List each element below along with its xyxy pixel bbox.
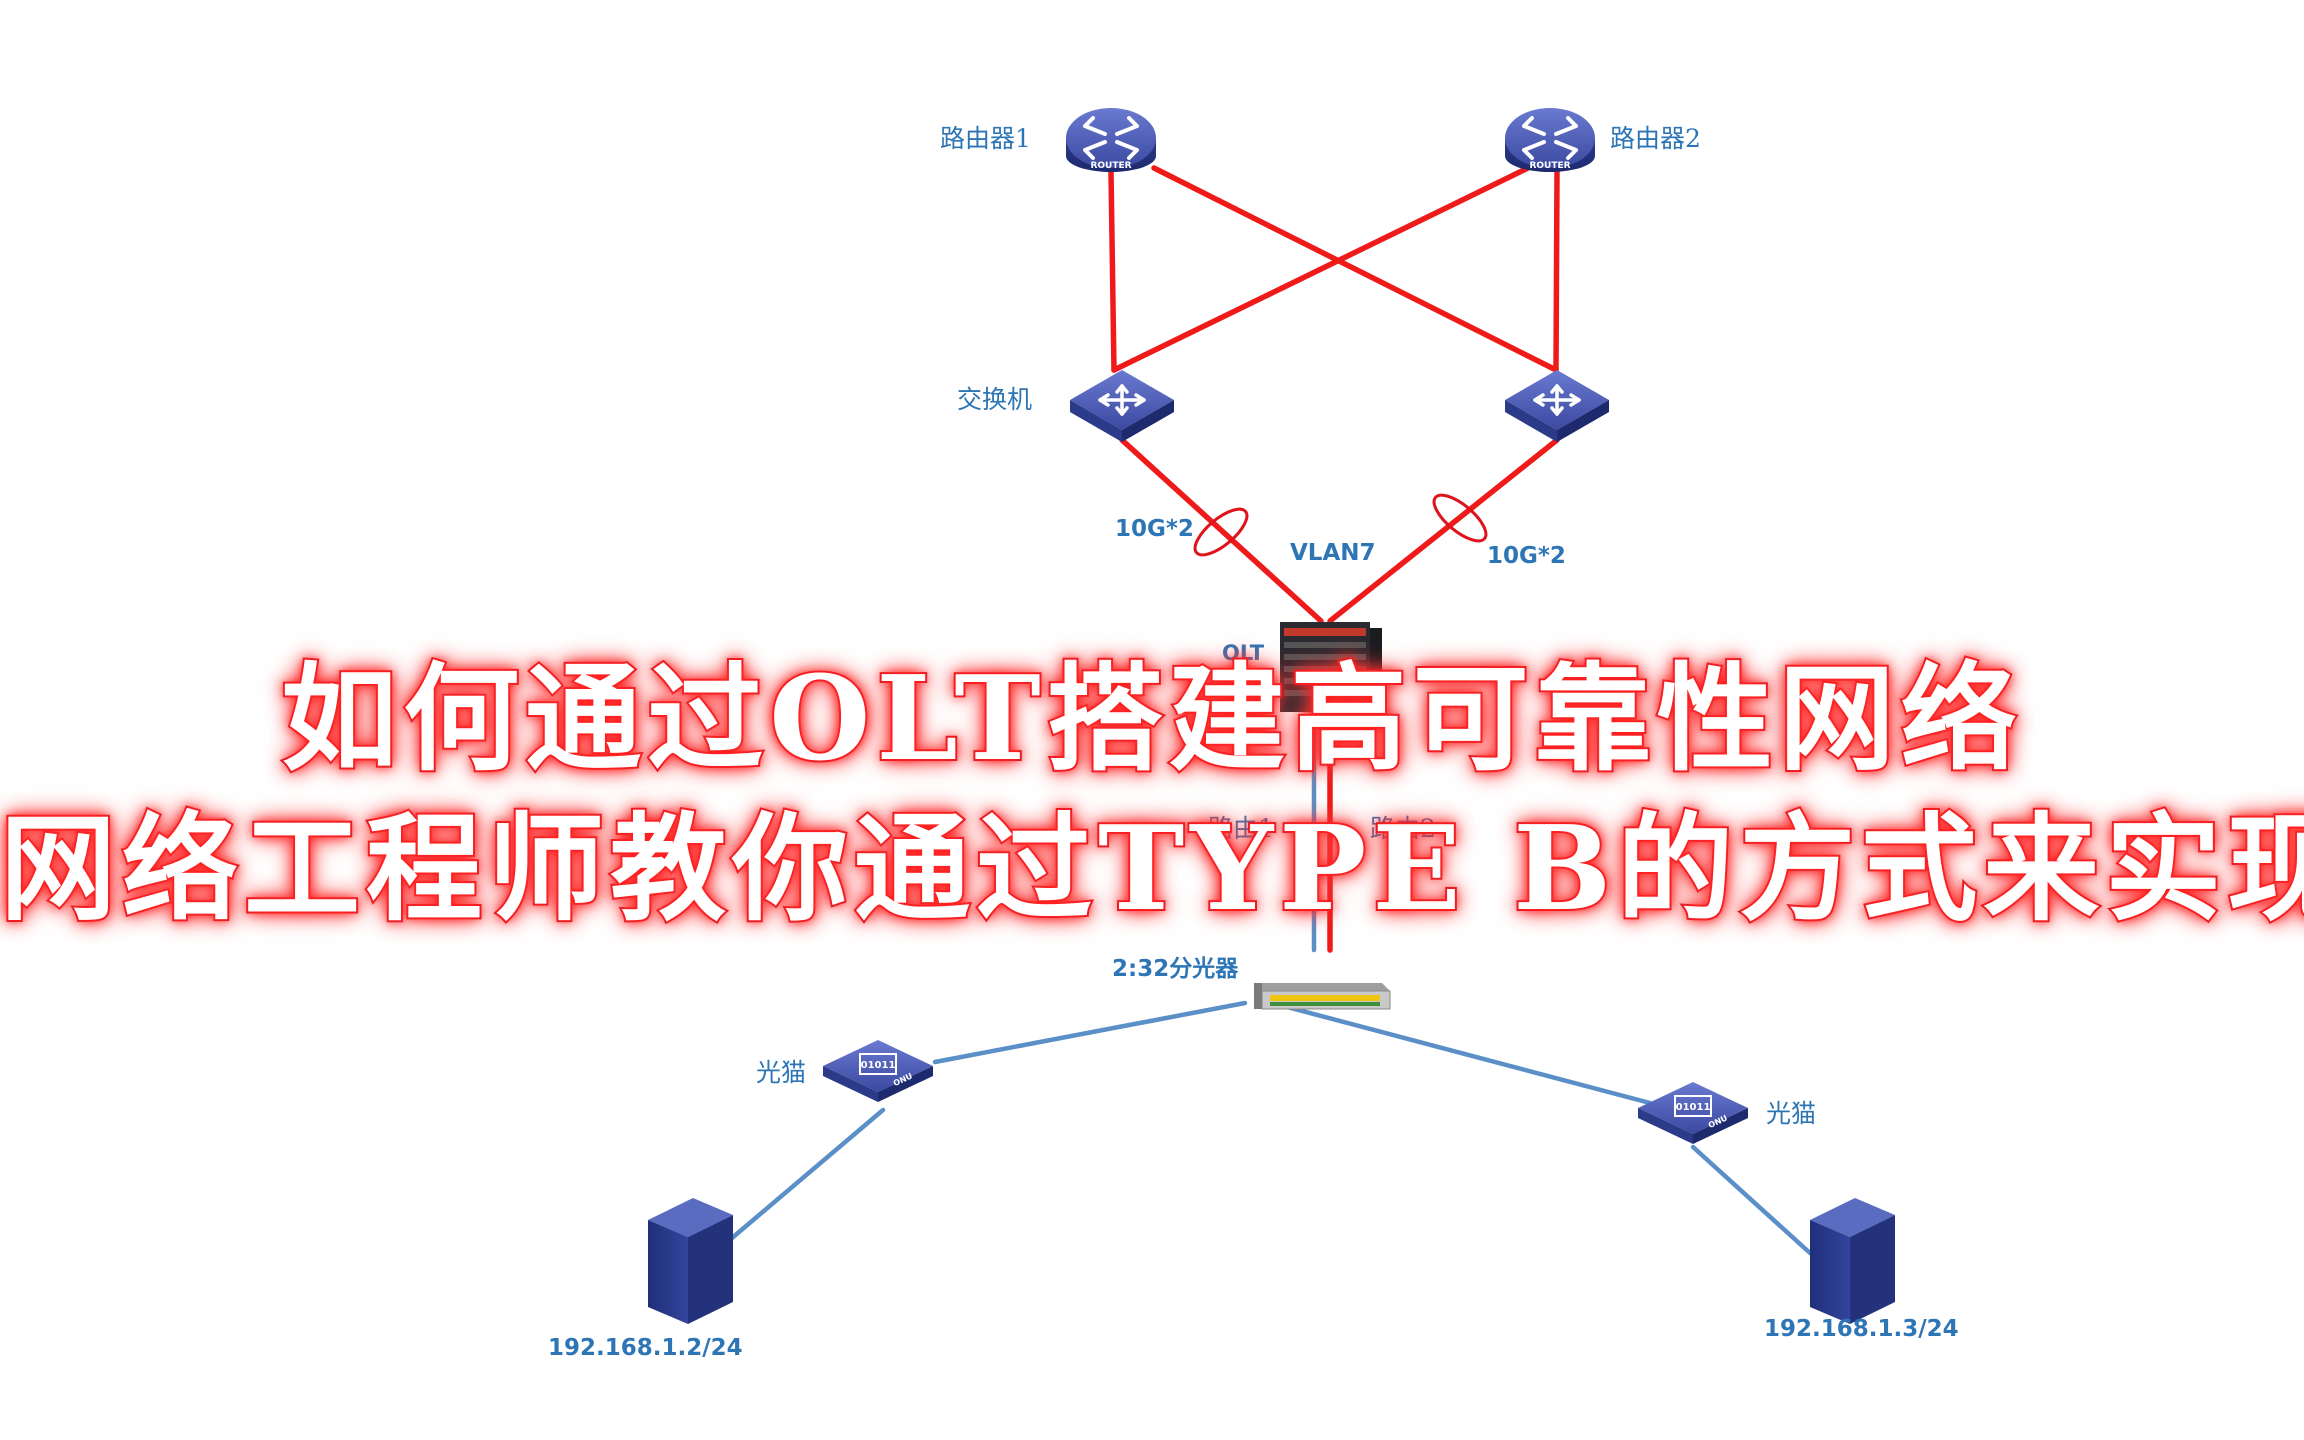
switch-1-icon[interactable] xyxy=(1070,370,1174,442)
splitter-label: 2:32分光器 xyxy=(1112,956,1239,982)
splitter-device-icon[interactable] xyxy=(1254,983,1391,1010)
onu-2-label: 光猫 xyxy=(1766,1099,1816,1128)
host-1-server-icon[interactable] xyxy=(648,1198,733,1324)
router-1-icon[interactable]: ROUTER xyxy=(1066,108,1156,172)
olt-device-icon[interactable] xyxy=(1280,622,1382,712)
olt-label: OLT xyxy=(1222,641,1265,665)
onu-1-icon[interactable]: 01011 ONU xyxy=(823,1040,933,1102)
onu-1-screen: 01011 xyxy=(861,1060,896,1071)
link-splitter-onu1 xyxy=(932,1000,1248,1065)
link-splitter-onu2 xyxy=(1269,1000,1653,1106)
host-1-ip: 192.168.1.2/24 xyxy=(548,1335,743,1361)
host-2-ip: 192.168.1.3/24 xyxy=(1764,1316,1959,1342)
onu-2-screen: 01011 xyxy=(1676,1102,1711,1113)
router-2-label: 路由器2 xyxy=(1610,124,1701,153)
switch-label: 交换机 xyxy=(957,385,1032,414)
olt-port-label-left: 路由1 xyxy=(1208,814,1274,843)
router-1-label: 路由器1 xyxy=(940,124,1031,153)
link-router1-switch1 xyxy=(1108,169,1117,373)
host-2-server-icon[interactable] xyxy=(1810,1198,1895,1324)
link-label-vlan: VLAN7 xyxy=(1290,540,1376,566)
link-switch2-olt xyxy=(1327,437,1560,624)
link-onu2-host2 xyxy=(1690,1144,1813,1256)
router-2-icon[interactable]: ROUTER xyxy=(1505,108,1595,172)
switch-2-icon[interactable] xyxy=(1505,370,1609,442)
link-router2-switch1 xyxy=(1111,165,1531,373)
olt-port-label-right: 路由2 xyxy=(1370,814,1436,843)
onu-1-label: 光猫 xyxy=(756,1058,806,1087)
lag-ellipse-left xyxy=(1193,507,1249,557)
link-onu1-host1 xyxy=(729,1107,886,1241)
router-1-badge: ROUTER xyxy=(1090,161,1131,171)
link-label-left: 10G*2 xyxy=(1115,516,1194,542)
link-router2-switch2 xyxy=(1553,169,1560,373)
router-2-badge: ROUTER xyxy=(1529,161,1570,171)
link-router1-switch2 xyxy=(1151,165,1559,373)
lag-ellipse-right xyxy=(1432,493,1488,543)
link-switch1-olt xyxy=(1119,437,1324,624)
overlay-title-line-2: 网络工程师教你通过TYPE B的方式来实现 xyxy=(0,799,2304,939)
link-label-right: 10G*2 xyxy=(1487,543,1566,569)
overlay-title-line-1: 如何通过OLT搭建高可靠性网络 xyxy=(279,649,2023,789)
onu-2-icon[interactable]: 01011 ONU xyxy=(1638,1082,1748,1144)
